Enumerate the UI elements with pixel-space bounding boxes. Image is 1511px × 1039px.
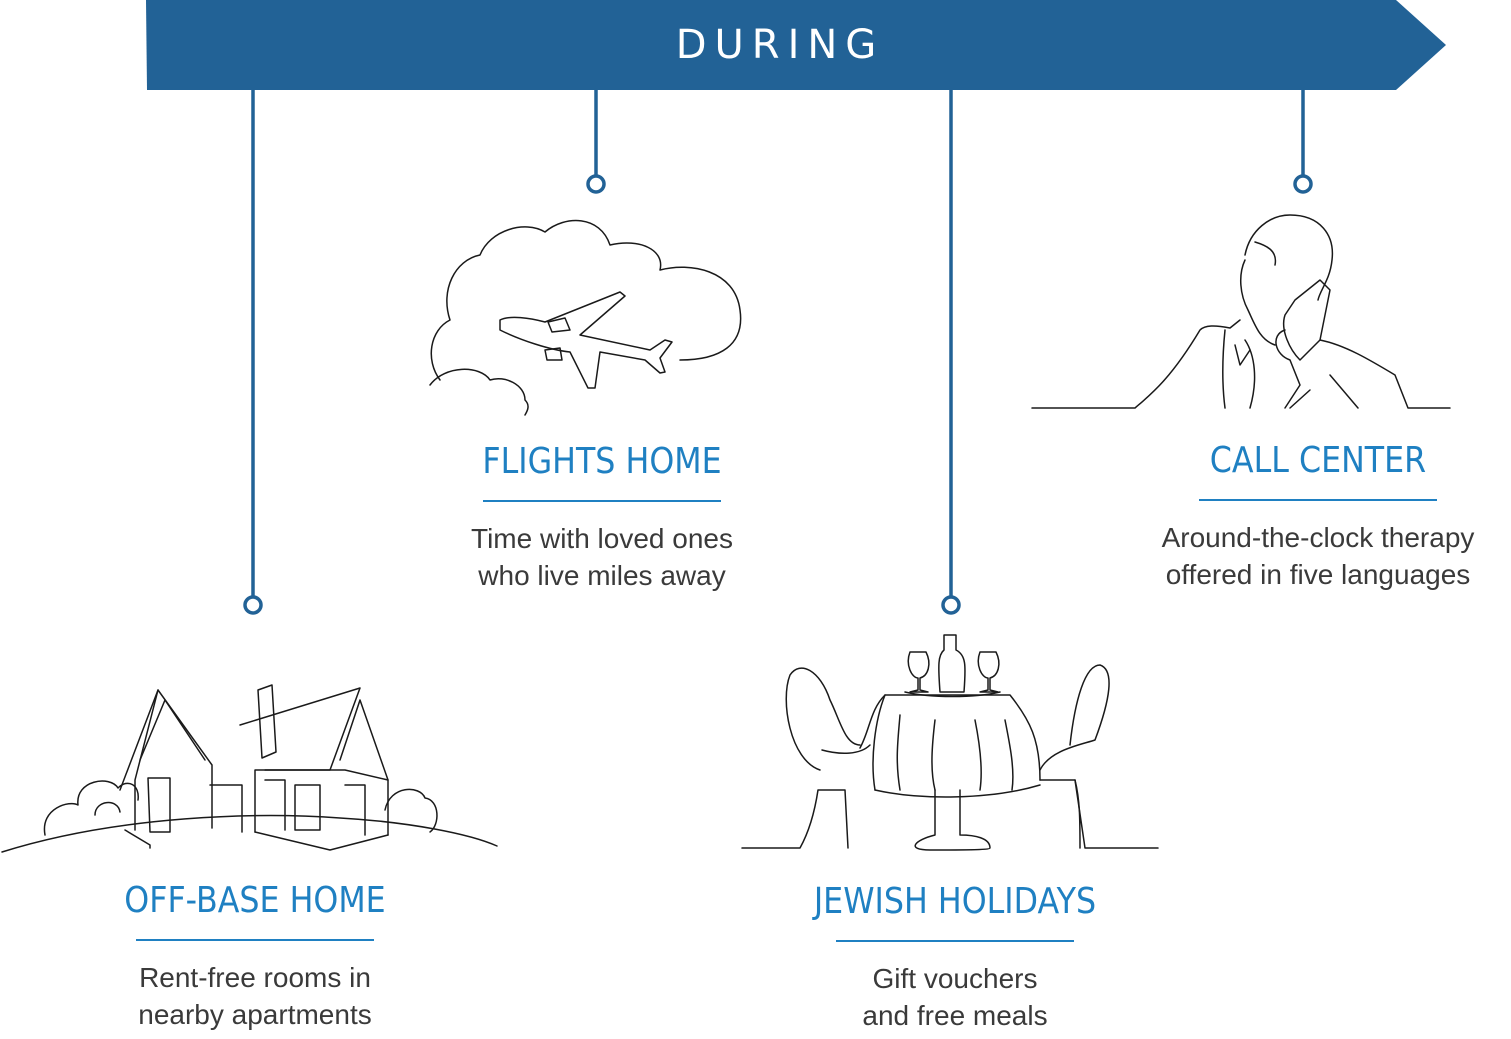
item-off-base-home: OFF-BASE HOME Rent-free rooms in nearby …	[80, 880, 430, 1033]
connector-node-holidays	[941, 595, 961, 615]
item-description-line: Rent-free rooms in	[139, 962, 371, 993]
dinner-table-icon	[741, 634, 1159, 851]
item-description: Gift vouchers and free meals	[770, 960, 1140, 1034]
item-title: CALL CENTER	[1209, 440, 1427, 481]
connector-node-flights	[586, 174, 606, 194]
banner-arrow	[146, 0, 1446, 90]
item-call-center: CALL CENTER Around-the-clock therapy off…	[1125, 440, 1511, 593]
house-icon	[1, 684, 498, 853]
banner-title: DURING	[675, 22, 885, 68]
item-description-line: nearby apartments	[138, 999, 372, 1030]
item-divider	[836, 940, 1074, 942]
connector-node-off-base	[243, 595, 263, 615]
item-description-line: offered in five languages	[1165, 559, 1471, 590]
item-description: Time with loved ones who live miles away	[427, 520, 777, 594]
item-description-line: Time with loved ones	[471, 523, 733, 554]
item-description-line: Around-the-clock therapy	[1161, 522, 1475, 553]
item-divider	[136, 939, 374, 941]
item-divider	[1199, 499, 1437, 501]
airplane-icon	[429, 219, 742, 416]
item-description-line: who live miles away	[478, 560, 726, 591]
item-description-line: and free meals	[862, 1000, 1048, 1031]
phone-call-icon	[1031, 214, 1451, 409]
item-title: OFF-BASE HOME	[124, 880, 386, 921]
item-jewish-holidays: JEWISH HOLIDAYS Gift vouchers and free m…	[770, 881, 1140, 1034]
item-description-line: Gift vouchers	[872, 963, 1038, 994]
item-description: Around-the-clock therapy offered in five…	[1125, 519, 1511, 593]
connector-node-call-center	[1293, 174, 1313, 194]
item-flights-home: FLIGHTS HOME Time with loved ones who li…	[427, 441, 777, 594]
item-description: Rent-free rooms in nearby apartments	[80, 959, 430, 1033]
timeline-banner	[146, 0, 1446, 90]
item-divider	[483, 500, 721, 502]
item-title: FLIGHTS HOME	[482, 441, 722, 482]
item-title: JEWISH HOLIDAYS	[813, 881, 1097, 922]
